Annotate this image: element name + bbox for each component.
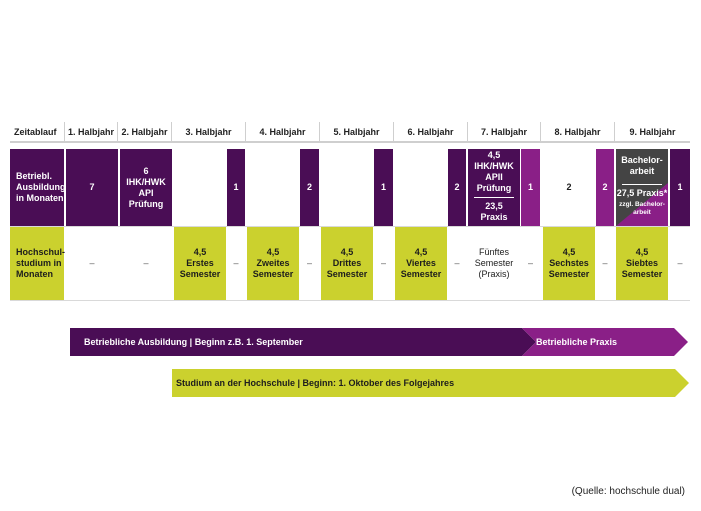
arrow-training-label: Betriebliche Ausbildung | Beginn z.B. 1.… bbox=[84, 337, 303, 347]
training-h7-exam: 4,5 IHK/HWK APII Prüfung bbox=[474, 150, 514, 193]
study-h3: 4,5 Erstes Semester bbox=[174, 226, 226, 300]
training-h8-tail: 2 bbox=[596, 149, 614, 226]
header-halbjahr-7: 7. Halbjahr bbox=[468, 122, 541, 143]
training-h9-praxis: 27,5 Praxis* bbox=[616, 187, 668, 198]
table-bottom-line bbox=[10, 300, 690, 301]
header-zeitablauf: Zeitablauf bbox=[10, 122, 65, 143]
study-h4: 4,5 Zweites Semester bbox=[247, 226, 299, 300]
source-note: (Quelle: hochschule dual) bbox=[571, 486, 685, 497]
header-halbjahr-4: 4. Halbjahr bbox=[246, 122, 320, 143]
header-halbjahr-9: 9. Halbjahr bbox=[615, 122, 690, 143]
study-h2-dash: – bbox=[120, 226, 172, 300]
training-h8: 2 bbox=[543, 149, 595, 226]
training-h6-tail: 2 bbox=[448, 149, 466, 226]
timeline-arrow-study bbox=[172, 369, 689, 397]
study-h3-dash: – bbox=[227, 226, 245, 300]
header-halbjahr-1: 1. Halbjahr bbox=[65, 122, 118, 143]
training-h2: 6 IHK/HWK API Prüfung bbox=[120, 149, 172, 226]
timeline-arrows-top bbox=[70, 328, 688, 356]
training-h9-bachelor: Bachelor- arbeit bbox=[621, 155, 663, 176]
study-h4-dash: – bbox=[300, 226, 319, 300]
arrow-study-label: Studium an der Hochschule | Beginn: 1. O… bbox=[176, 378, 455, 388]
study-h8: 4,5 Sechstes Semester bbox=[543, 226, 595, 300]
training-h9-tail: 1 bbox=[670, 149, 690, 226]
training-h9-shape bbox=[616, 149, 668, 226]
study-h5: 4,5 Drittes Semester bbox=[321, 226, 373, 300]
training-h7-divider bbox=[474, 197, 514, 198]
training-h3-blank bbox=[174, 149, 226, 226]
header-halbjahr-5: 5. Halbjahr bbox=[320, 122, 394, 143]
study-h1-dash: – bbox=[66, 226, 118, 300]
training-h1: 7 bbox=[66, 149, 118, 226]
training-h7: 4,5 IHK/HWK APII Prüfung 23,5 Praxis bbox=[468, 149, 520, 226]
study-h7-dash: – bbox=[521, 226, 540, 300]
training-h7-praxis: 23,5 Praxis bbox=[480, 200, 508, 222]
training-h9-note: zzgl. Bachelor- arbeit bbox=[619, 201, 665, 216]
study-h6: 4,5 Viertes Semester bbox=[395, 226, 447, 300]
training-h6-blank bbox=[395, 149, 447, 226]
arrow-practice-label: Betriebliche Praxis bbox=[536, 337, 618, 347]
training-h4-tail: 2 bbox=[300, 149, 319, 226]
study-h6-dash: – bbox=[448, 226, 466, 300]
row-label-ausbildung: Betriebl. Ausbildung in Monaten bbox=[10, 149, 66, 226]
row-label-studium: Hochschul- studium in Monaten bbox=[10, 226, 65, 300]
study-h5-dash: – bbox=[374, 226, 393, 300]
training-h3-tail: 1 bbox=[227, 149, 245, 226]
training-h9: Bachelor- arbeit 27,5 Praxis* zzgl. Bach… bbox=[616, 149, 668, 226]
study-h9-dash: – bbox=[670, 226, 690, 300]
header-halbjahr-2: 2. Halbjahr bbox=[118, 122, 172, 143]
study-h9: 4,5 Siebtes Semester bbox=[616, 226, 668, 300]
arrow-training-shape bbox=[70, 328, 536, 356]
arrow-practice-shape bbox=[522, 328, 688, 356]
study-h8-dash: – bbox=[596, 226, 614, 300]
training-h7-tail: 1 bbox=[521, 149, 540, 226]
header-halbjahr-3: 3. Halbjahr bbox=[172, 122, 246, 143]
header-halbjahr-8: 8. Halbjahr bbox=[541, 122, 615, 143]
arrow-study-shape bbox=[172, 369, 689, 397]
header-halbjahr-6: 6. Halbjahr bbox=[394, 122, 468, 143]
row-separator bbox=[10, 226, 690, 227]
training-h9-divider bbox=[622, 184, 662, 185]
study-h7-praxis: Fünftes Semester (Praxis) bbox=[468, 226, 520, 300]
training-h5-blank bbox=[321, 149, 373, 226]
training-h4-blank bbox=[247, 149, 299, 226]
training-h5-tail: 1 bbox=[374, 149, 393, 226]
